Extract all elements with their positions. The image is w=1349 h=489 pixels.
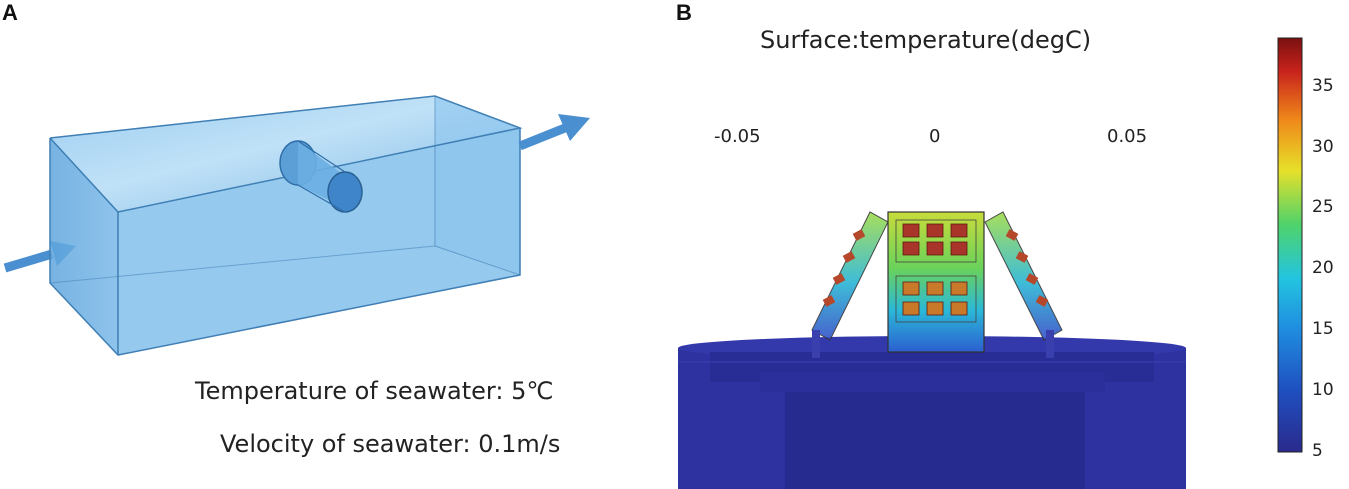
heater-cell (902, 223, 920, 238)
outlet-arrow (518, 114, 590, 151)
heater-cell (950, 281, 968, 296)
heater-cell (926, 301, 944, 316)
base-cylinder (678, 336, 1186, 489)
colorbar-tick-label: 15 (1312, 319, 1334, 340)
left-heater-arm (811, 211, 889, 358)
heater-cell (950, 301, 968, 316)
heater-cell (950, 241, 968, 256)
heater-cell (902, 281, 920, 296)
simulation-title: Surface:temperature(degC) (760, 26, 1092, 54)
heater-cell (926, 223, 944, 238)
seawater-box (49, 95, 523, 356)
colorbar-tick-label: 35 (1312, 75, 1334, 96)
colorbar-tick-label: 30 (1312, 136, 1334, 157)
seawater-box-diagram (3, 95, 590, 356)
colorbar-tick-label: 25 (1312, 197, 1334, 218)
heater-cell (902, 301, 920, 316)
seawater-temperature-label: Temperature of seawater: 5℃ (195, 377, 554, 405)
colorbar (1277, 37, 1303, 453)
right-heater-arm (984, 211, 1063, 358)
panel-letter-b: B (676, 0, 692, 25)
heater-cell (926, 281, 944, 296)
heater-cell (902, 241, 920, 256)
x-tick-label: 0.05 (1107, 126, 1148, 147)
device-cylinder (279, 140, 363, 213)
seawater-velocity-label: Velocity of seawater: 0.1m/s (220, 430, 561, 458)
heater-cell (926, 241, 944, 256)
x-tick-label: 0 (929, 126, 941, 147)
colorbar-tick-label: 10 (1312, 380, 1334, 401)
x-tick-label: -0.05 (714, 126, 761, 147)
heater-cell (950, 223, 968, 238)
colorbar-tick-label: 5 (1312, 441, 1323, 461)
colorbar-tick-label: 20 (1312, 258, 1334, 279)
heater-cell-grid (902, 223, 968, 316)
panel-letter-a: A (2, 0, 18, 25)
